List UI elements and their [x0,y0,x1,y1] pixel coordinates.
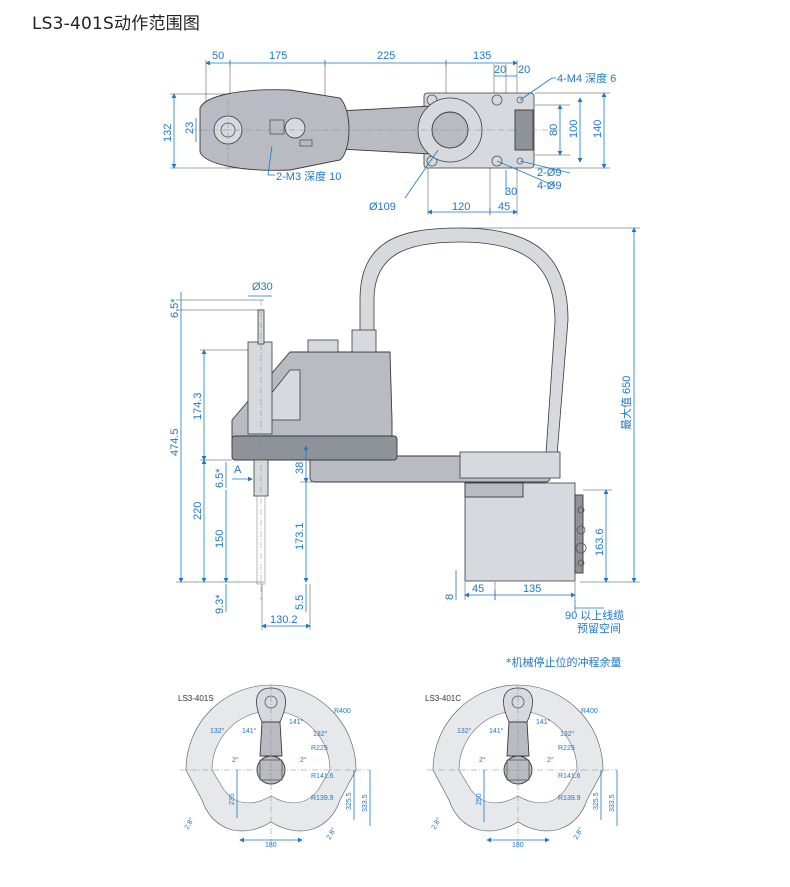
dim-80: 80 [548,124,560,136]
dim-135: 135 [473,50,491,62]
callout-2-d9: 2-Ø9 [537,167,561,179]
dim-38: 38 [294,462,306,474]
a132-r: 132° [313,730,328,738]
callout-m4: 4-M4 深度 6 [557,71,616,85]
dim-135-base: 135 [523,583,541,595]
dim-6-5-a: 6.5* [214,468,226,488]
range-view-ls3-401c: LS3-401C 132° 141° 141° 132° R400 R225 R… [425,684,618,850]
dim-474-5: 474.5 [169,428,181,456]
callout-m3: 2-M3 深度 10 [276,169,341,183]
range-label: LS3-401C [425,694,461,703]
r141-6: R141.6 [311,773,334,780]
a2-l: 2° [232,756,239,764]
stop-note: *机械停止位的冲程余量 [506,655,622,669]
dim-130-2: 130.2 [270,614,298,626]
dim-140: 140 [592,120,604,138]
dim-9-3: 9.3* [214,594,226,614]
callout-4-d9: 4-Ø9 [537,180,561,192]
d180: 180 [512,842,524,849]
cable-space-line1: 90 以上线缆 [565,608,624,622]
a132-l: 132° [457,727,472,735]
d2-8-r: 2.8° [572,826,585,841]
cable-space-line2: 预留空间 [577,621,621,635]
r225: R225 [311,745,328,752]
dim-175: 175 [269,50,287,62]
a2-l: 2° [479,756,486,764]
r225: R225 [558,745,575,752]
dim-173-1: 173.1 [294,522,306,550]
dim-5-5: 5.5 [294,595,306,610]
d325-5: 325.5 [346,792,353,810]
dim-45-base: 45 [472,583,484,595]
top-view: 50 175 225 135 20 20 132 23 [162,50,616,215]
label-a: A [234,464,242,476]
d333-5: 333.5 [609,794,616,812]
dim-20b: 20 [518,64,530,76]
dim-100: 100 [568,120,580,138]
dim-20a: 20 [494,64,506,76]
dim-220: 220 [192,502,204,520]
side-view: 最大值 650 Ø30 6.5* 174. [169,227,640,669]
d325-5: 325.5 [593,792,600,810]
r139-9: R139.9 [311,795,334,802]
dim-174-3: 174.3 [192,392,204,420]
page-title: LS3-401S动作范围图 [32,14,201,34]
a141-r: 141° [289,718,304,726]
a132-l: 132° [210,727,225,735]
d235: 235 [229,793,236,805]
a2-r: 2° [547,756,554,764]
dim-d30: Ø30 [252,281,273,293]
dim-132: 132 [162,124,174,142]
d2-8-l: 2.8° [183,816,196,831]
dim-max-650: 最大值 650 [619,376,633,430]
a2-r: 2° [300,756,307,764]
d2-8-r: 2.8° [325,826,338,841]
dim-30: 30 [505,186,517,198]
dim-6-5-top: 6.5* [169,298,181,318]
r141-6: R141.6 [558,773,581,780]
r400: R400 [334,708,351,715]
d2-8-l: 2.8° [430,816,443,831]
range-view-ls3-401s: LS3-401S 132° 141° 141° 132° R400 R225 R… [178,684,371,850]
dim-23: 23 [184,122,196,134]
dim-50: 50 [212,50,224,62]
d333-5: 333.5 [362,794,369,812]
dim-163-6: 163.6 [594,528,606,556]
range-label: LS3-401S [178,694,214,703]
dim-8: 8 [444,594,456,600]
r400: R400 [581,708,598,715]
a132-r: 132° [560,730,575,738]
dim-150: 150 [214,530,226,548]
callout-d109: Ø109 [369,201,396,213]
r139-9: R139.9 [558,795,581,802]
dim-45: 45 [498,201,510,213]
d180: 180 [265,842,277,849]
a141-r: 141° [536,718,551,726]
dim-225: 225 [377,50,395,62]
d250: 250 [476,793,483,805]
a141-l: 141° [489,727,504,735]
a141-l: 141° [242,727,257,735]
dim-120: 120 [452,201,470,213]
